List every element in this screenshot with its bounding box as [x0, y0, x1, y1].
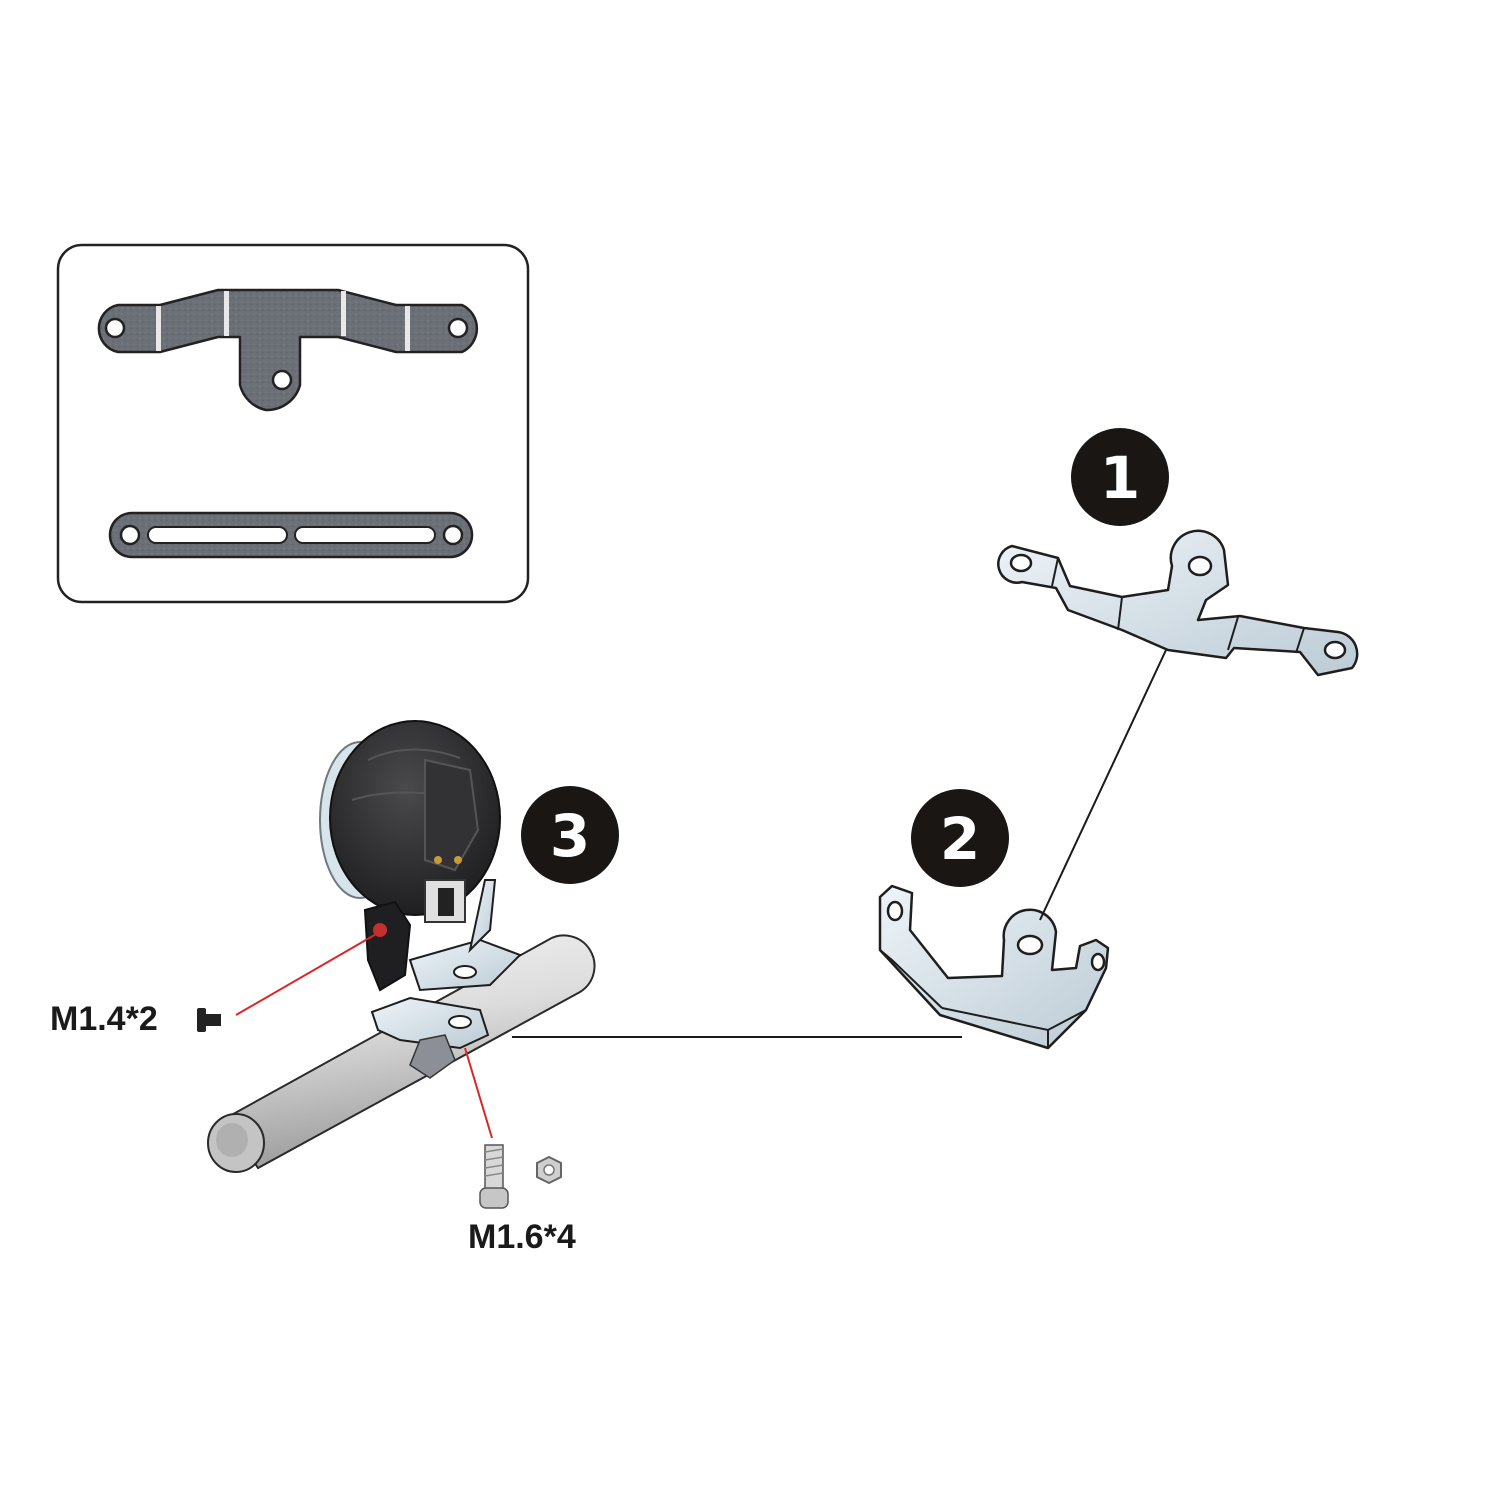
- screw-size-label: M1.4*2: [50, 1000, 158, 1038]
- callout-number-3: 3: [550, 802, 590, 870]
- bolt-size-label: M1.6*4: [468, 1218, 576, 1256]
- bracket-1-illustration: [997, 529, 1359, 677]
- lamp-side-bracket: [363, 879, 522, 992]
- handlebar-tube: [207, 934, 596, 1173]
- callout-number-2: 2: [940, 805, 980, 873]
- hardware-bolt: [479, 1144, 509, 1209]
- hardware-small-screw: [197, 1008, 221, 1032]
- gasket-inset-panel: [56, 243, 530, 604]
- callout-number-1: 1: [1100, 444, 1140, 512]
- callout-badge-3: 3: [521, 786, 619, 884]
- gasket-slotted-strip: [108, 511, 474, 559]
- bracket-2-illustration: [878, 884, 1110, 1050]
- gasket-t-shaped: [97, 288, 479, 412]
- leader-lines: [235, 649, 1167, 1139]
- light-assembly-illustration: [207, 720, 596, 1173]
- tube-clamp: [370, 996, 490, 1079]
- lamp-housing: [319, 720, 501, 923]
- hardware-nut: [536, 1155, 562, 1185]
- callout-badge-2: 2: [911, 789, 1009, 887]
- callout-badge-1: 1: [1071, 428, 1169, 526]
